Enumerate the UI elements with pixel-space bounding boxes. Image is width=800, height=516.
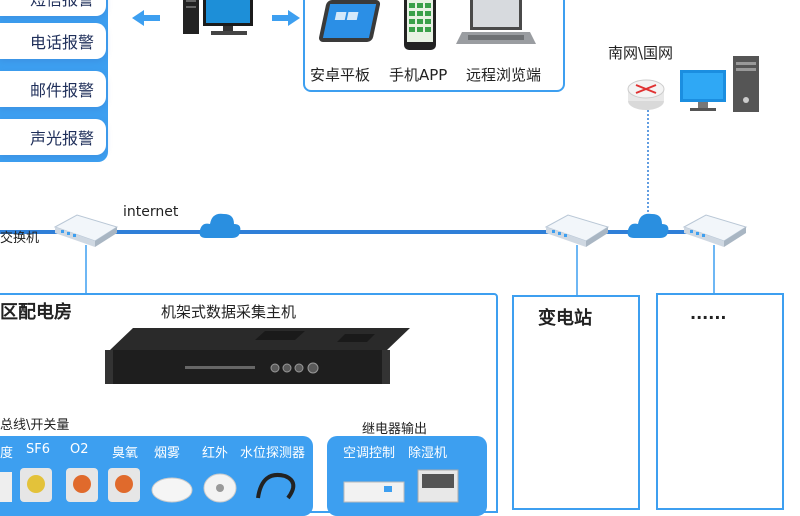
- rack-host-icon: [105, 328, 410, 384]
- o2-sensor-icon: [66, 468, 98, 502]
- water-level-sensor-icon: [256, 473, 296, 500]
- internet-cloud-icon: [199, 213, 241, 238]
- sensor-label: 烟雾: [154, 446, 181, 461]
- monitor-icon: [680, 70, 726, 111]
- grid-cloud-icon: [627, 213, 669, 238]
- arrow-right-icon: [272, 10, 300, 26]
- server-pc-icon: [183, 0, 253, 35]
- output-devices: [343, 469, 459, 503]
- phone-alarm-button[interactable]: 电话报警: [0, 23, 106, 59]
- ozone-sensor-icon: [108, 468, 140, 502]
- switch-left-icon: [53, 214, 119, 247]
- arrow-left-icon: [132, 10, 160, 26]
- output-label-dehumidifier: 除湿机: [408, 446, 448, 461]
- sensor-label: 水位探测器: [240, 446, 306, 461]
- more-panel: [656, 293, 784, 510]
- bus-switch-label: 总线\开关量: [0, 418, 70, 433]
- sensor-label: 红外: [202, 446, 229, 461]
- host-title: 机架式数据采集主机: [161, 303, 297, 321]
- sensor-label: SF6: [26, 442, 51, 457]
- infrared-sensor-icon: [203, 473, 237, 503]
- relay-output-label: 继电器输出: [362, 422, 428, 437]
- sensor-devices: [0, 468, 296, 503]
- switch-right-icon: [682, 214, 748, 247]
- laptop-icon: [456, 0, 536, 44]
- distribution-room-title: 区配电房: [0, 302, 72, 323]
- substation-title: 变电站: [538, 308, 592, 329]
- internet-label: internet: [123, 204, 179, 220]
- sensor-label: 臭氧: [112, 446, 139, 461]
- air-conditioner-icon: [343, 481, 405, 503]
- more-title: ......: [690, 304, 727, 323]
- sound-light-alarm-button[interactable]: 声光报警: [0, 119, 106, 155]
- southern-grid-label: 南网\国网: [608, 44, 674, 62]
- phone-app-label: 手机APP: [389, 66, 448, 84]
- sensor-label: 度: [0, 446, 14, 461]
- desktop-tower-icon: [733, 56, 759, 112]
- remote-browser-label: 远程浏览端: [466, 66, 542, 84]
- sms-alarm-button[interactable]: 短信报警: [0, 0, 106, 16]
- switch-label: 交换机: [0, 231, 40, 246]
- phone-icon: [404, 0, 436, 50]
- smoke-detector-icon: [151, 477, 193, 503]
- dehumidifier-icon: [417, 469, 459, 503]
- router-icon: [627, 79, 665, 110]
- sf6-sensor-icon: [20, 468, 52, 502]
- sensor-label: O2: [70, 442, 89, 457]
- android-tablet-label: 安卓平板: [310, 66, 371, 84]
- switch-mid-icon: [544, 214, 610, 247]
- output-label-ac: 空调控制: [343, 446, 396, 461]
- email-alarm-button[interactable]: 邮件报警: [0, 71, 106, 107]
- substation-panel: [512, 295, 640, 510]
- tablet-icon: [319, 0, 381, 42]
